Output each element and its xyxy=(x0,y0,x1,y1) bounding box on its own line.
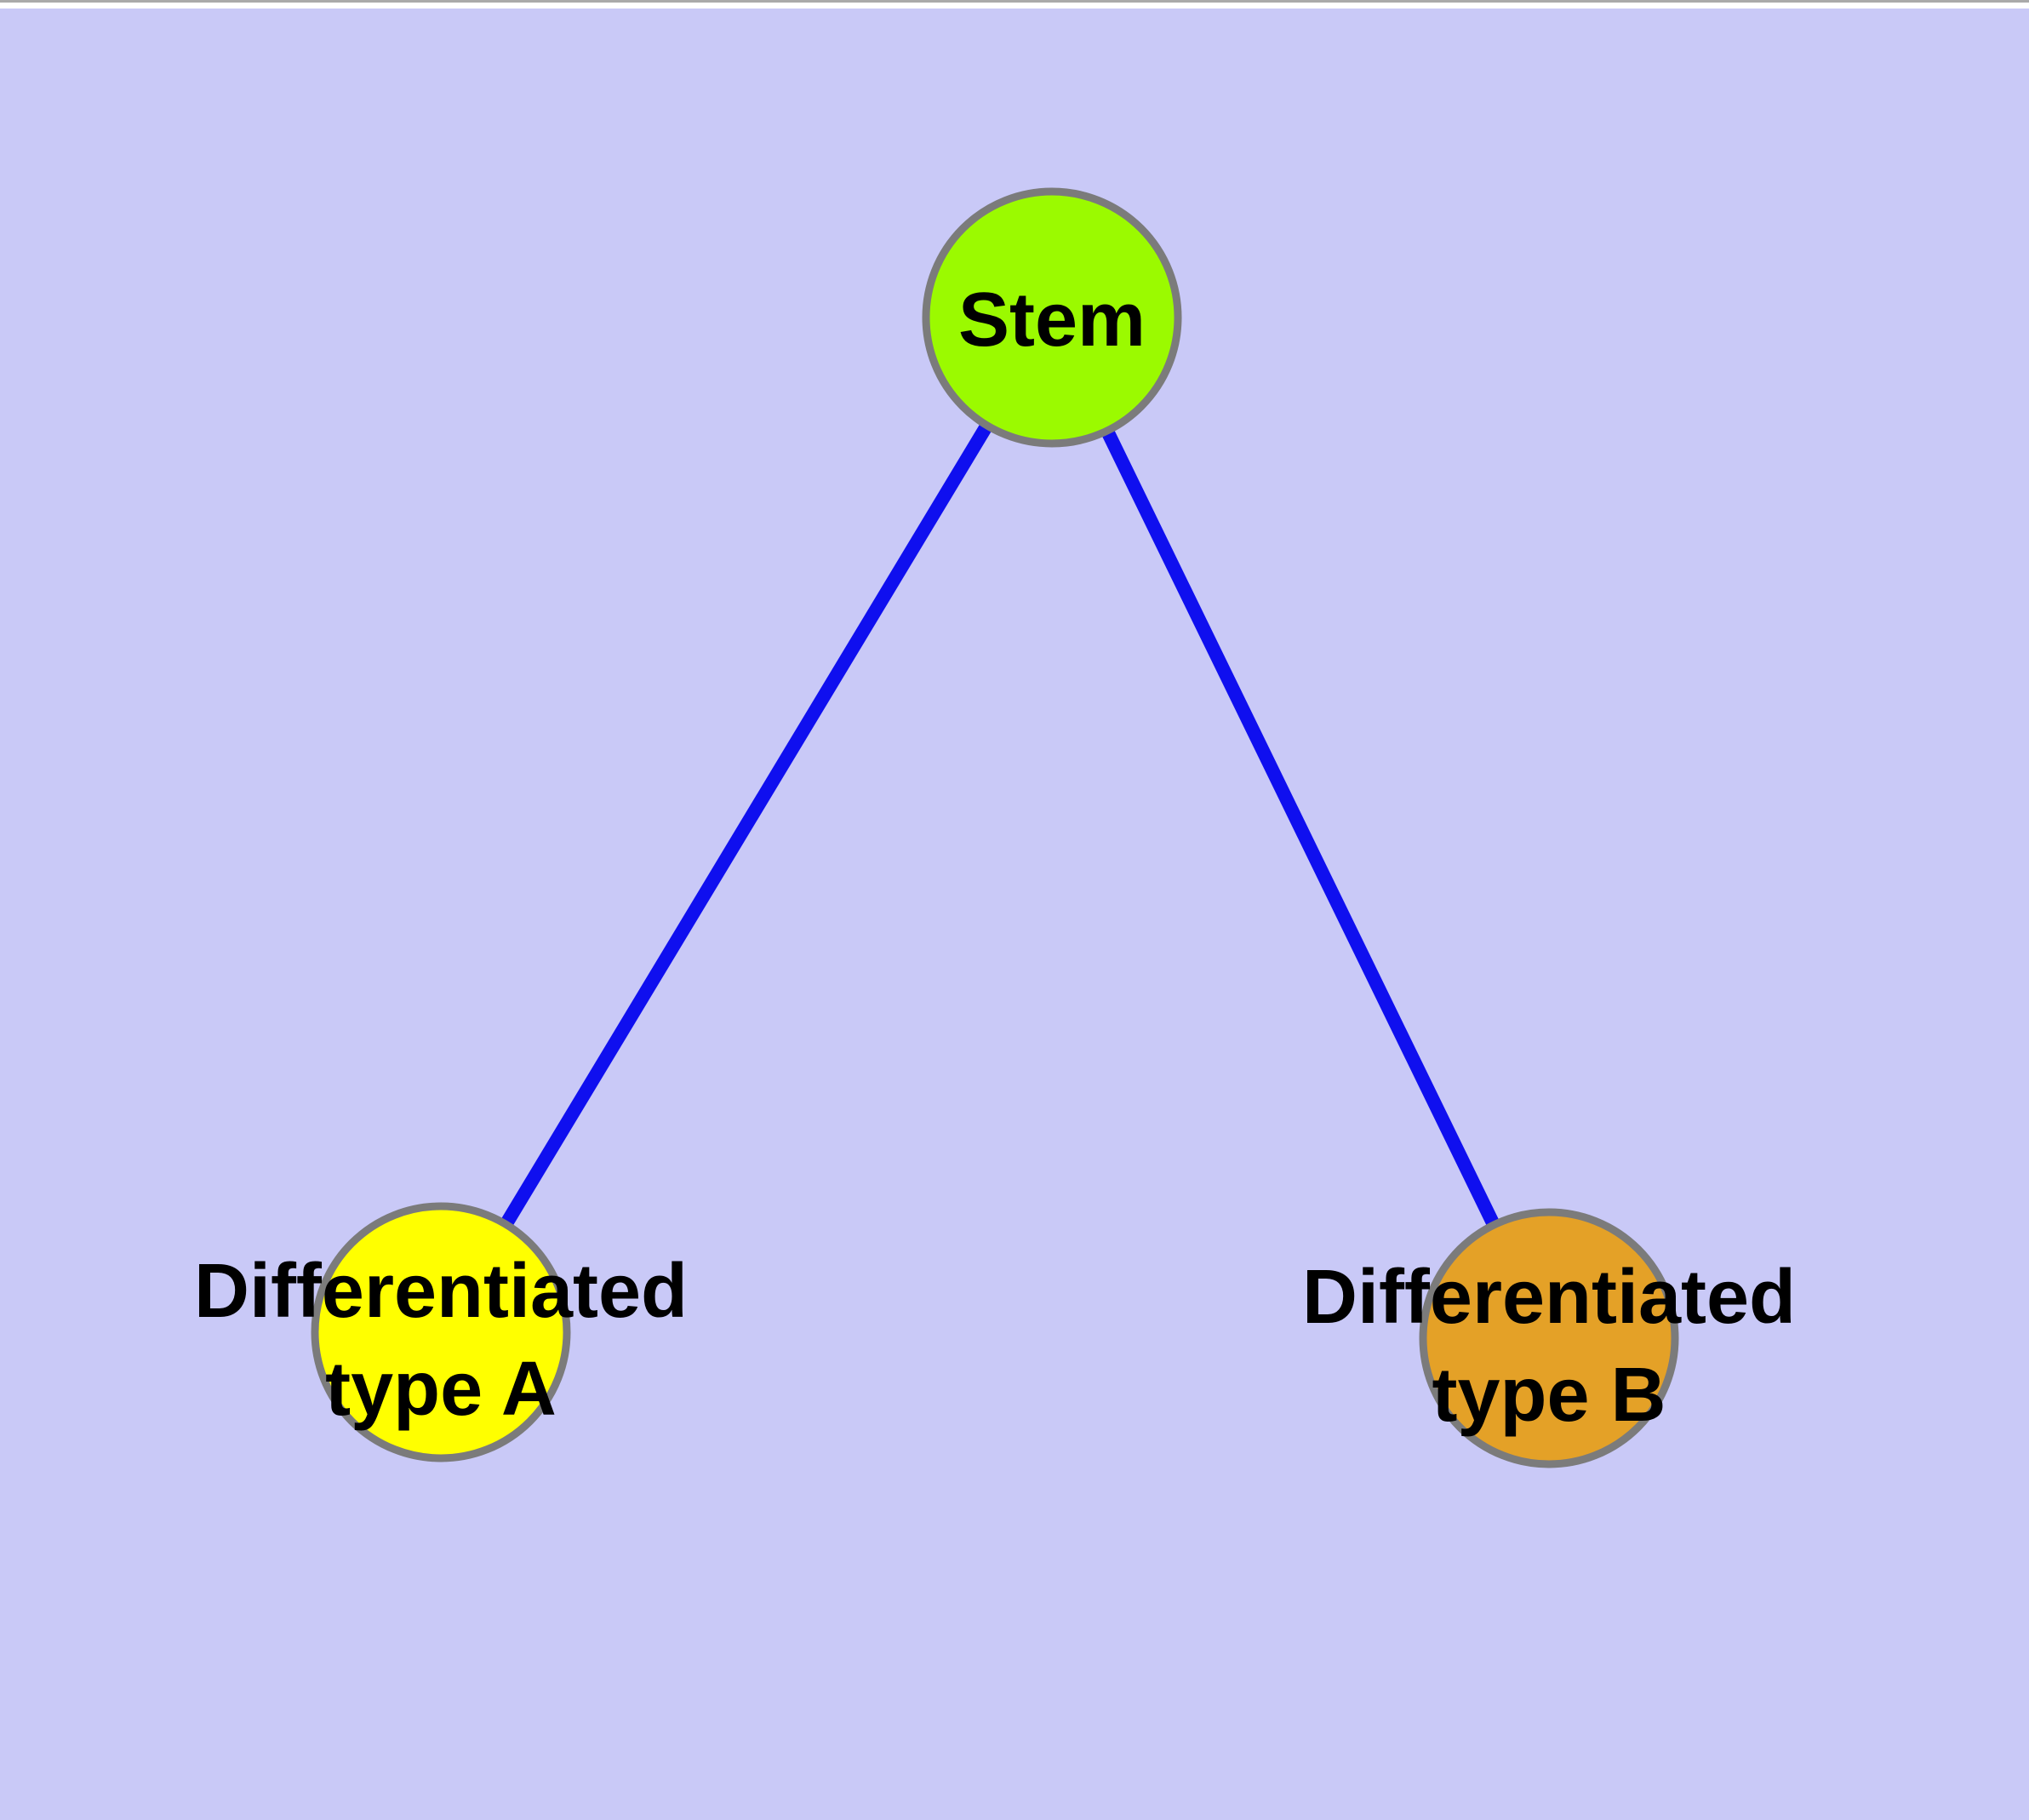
stem-node-label: Stem xyxy=(958,278,1146,363)
type-a-label-line1: Differentiated xyxy=(194,1249,688,1334)
type-b-node[interactable] xyxy=(1419,1208,1679,1468)
type-a-label-line2: type A xyxy=(325,1347,557,1432)
type-b-label-line1: Differentiated xyxy=(1302,1255,1796,1340)
stem-node[interactable] xyxy=(922,187,1182,448)
type-b-label-line2: type B xyxy=(1432,1353,1666,1438)
top-white-strip xyxy=(0,0,2029,9)
edge-stem-to-type-a xyxy=(435,313,1058,1336)
type-a-node[interactable] xyxy=(311,1202,571,1462)
top-edge-line xyxy=(0,0,2029,3)
edge-stem-to-type-b xyxy=(1045,314,1556,1342)
